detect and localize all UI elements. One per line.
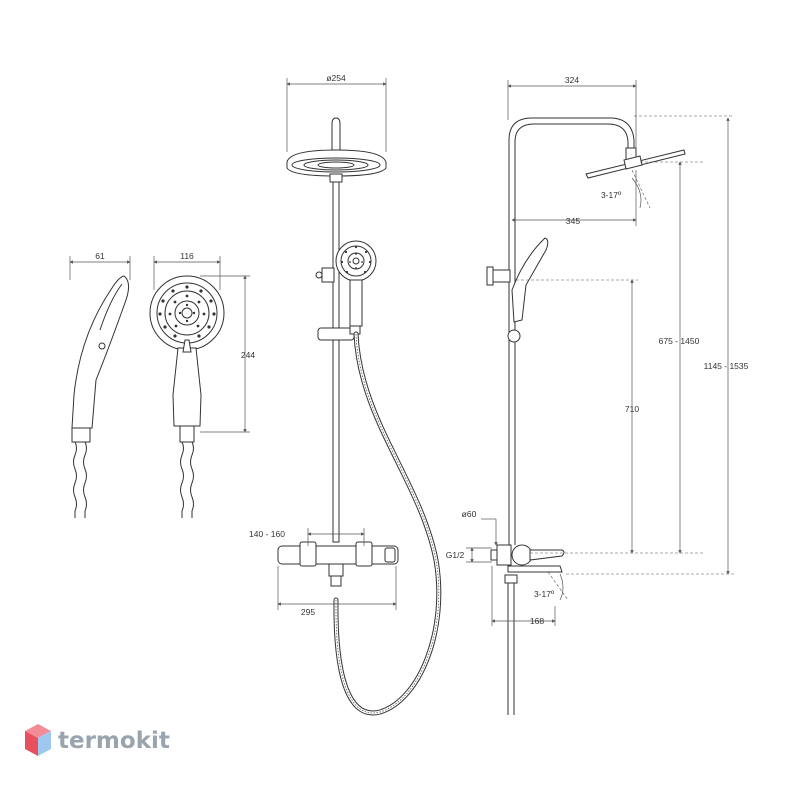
spout-tilt-label: 3-17º <box>534 589 554 599</box>
spout-reach-label: 168 <box>530 616 544 626</box>
head-tilt-label: 3-17º <box>601 190 621 200</box>
hand-shower-side-view <box>71 275 130 518</box>
shower-system-side-view <box>486 117 686 715</box>
dimension-mixer-length: 295 <box>277 566 397 617</box>
dimension-hand-width: 116 <box>153 251 221 290</box>
dimension-head-diameter: ø254 <box>286 73 387 152</box>
mixer-length-label: 295 <box>301 607 315 617</box>
dimension-flange-diameter: ø60 <box>462 509 498 546</box>
termokit-logo: termokit <box>25 724 170 756</box>
hand-depth-label: 61 <box>95 251 105 261</box>
dimension-height-head: 675 - 1450 <box>640 161 704 554</box>
head-diameter-label: ø254 <box>326 73 346 83</box>
dimension-top-width: 324 <box>507 75 637 148</box>
logo-cube-right <box>38 731 51 756</box>
height-total-label: 1145 - 1535 <box>704 361 749 371</box>
dimension-mixer-centers: 140 - 160 <box>249 528 365 546</box>
logo-cube-left <box>25 731 38 756</box>
mixer-centers-label: 140 - 160 <box>249 529 285 539</box>
height-head-label: 675 - 1450 <box>659 336 700 346</box>
dimension-spout-tilt: 3-17º <box>534 571 569 601</box>
brand-name: termokit <box>58 728 170 754</box>
dimension-hand-depth: 61 <box>69 251 131 280</box>
dimension-arm-reach: 345 <box>511 170 637 226</box>
hand-length-label: 244 <box>241 350 255 360</box>
height-710-label: 710 <box>625 404 639 414</box>
arm-reach-label: 345 <box>566 216 580 226</box>
flange-diameter-label: ø60 <box>462 509 477 519</box>
dimension-thread: G1/2 <box>446 547 492 563</box>
thread-label: G1/2 <box>446 550 465 560</box>
top-width-label: 324 <box>565 75 579 85</box>
dimension-hand-length: 244 <box>200 275 255 433</box>
hand-width-label: 116 <box>180 251 194 261</box>
dimension-head-tilt: 3-17º <box>601 169 651 209</box>
hand-shower-front-view <box>149 275 225 518</box>
dimension-height-710: 710 <box>516 279 704 554</box>
dimension-height-total: 1145 - 1535 <box>566 115 749 575</box>
dimension-spout-reach: 168 <box>491 566 556 626</box>
shower-system-front-view <box>277 117 442 716</box>
